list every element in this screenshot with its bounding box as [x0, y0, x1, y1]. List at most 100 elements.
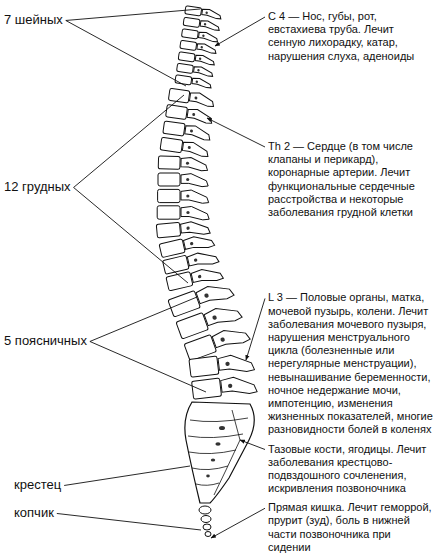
- leader-line: [74, 95, 184, 187]
- vertebral-body: [176, 313, 208, 340]
- vertebral-foramen: [202, 34, 205, 37]
- vertebral-body: [156, 222, 180, 238]
- sacrum: [185, 402, 254, 503]
- vertebra: [158, 156, 208, 171]
- spinous-process: [181, 174, 208, 187]
- vertebral-body: [168, 88, 189, 103]
- vertebral-foramen: [228, 383, 233, 388]
- vertebral-body: [158, 156, 180, 169]
- region-label: 12 грудных: [4, 180, 71, 195]
- spinous-process: [195, 279, 234, 308]
- spinous-process: [212, 323, 251, 352]
- vertebral-foramen: [190, 242, 194, 246]
- spinous-process: [189, 92, 215, 107]
- leader-line: [90, 297, 197, 341]
- spinous-process: [204, 301, 243, 330]
- vertebral-body: [177, 63, 194, 73]
- vertebral-foramen: [194, 258, 198, 262]
- vertebral-foramen: [186, 162, 189, 165]
- spinous-process: [195, 55, 215, 66]
- spinous-process: [198, 32, 218, 43]
- callout-note: L 3 — Половые органы, матка, мочевой пуз…: [268, 291, 434, 436]
- spinous-process: [192, 78, 212, 89]
- spinous-process: [181, 190, 209, 203]
- spinous-process: [180, 220, 210, 236]
- vertebral-foramen: [186, 211, 189, 214]
- vertebra: [189, 352, 255, 378]
- spinous-process: [181, 206, 209, 219]
- spinous-process: [191, 265, 224, 286]
- vertebral-foramen: [199, 57, 202, 60]
- spinous-process: [181, 157, 208, 171]
- leader-line: [66, 20, 186, 86]
- vertebra: [183, 17, 220, 30]
- vertebra: [160, 137, 210, 157]
- vertebral-foramen: [186, 194, 189, 197]
- spinous-process: [193, 66, 213, 77]
- region-label: 5 поясничных: [4, 334, 87, 349]
- vertebral-foramen: [225, 361, 230, 366]
- vertebral-foramen: [220, 337, 226, 343]
- vertebral-body: [181, 29, 198, 39]
- vertebra: [185, 6, 222, 19]
- vertebra: [181, 29, 218, 42]
- region-label: 7 шейных: [4, 13, 63, 28]
- leader-line: [57, 513, 201, 530]
- region-label: копчик: [14, 506, 54, 521]
- vertebral-foramen: [195, 80, 198, 83]
- leader-line: [215, 17, 265, 46]
- vertebral-column: [156, 6, 257, 400]
- spinous-process: [202, 9, 222, 20]
- vertebral-body: [166, 105, 188, 120]
- vertebral-foramen: [197, 69, 200, 72]
- callout-note: Прямая кишка. Лечит геморрой, прурит (зу…: [268, 501, 434, 554]
- vertebral-foramen: [186, 178, 189, 181]
- vertebra: [163, 121, 212, 141]
- vertebra: [157, 206, 209, 220]
- vertebral-foramen: [188, 146, 191, 149]
- vertebral-foramen: [198, 275, 202, 279]
- vertebral-body: [185, 6, 202, 16]
- vertebra: [176, 63, 213, 76]
- callout-note: Тазовые кости, ягодицы. Лечит заболевани…: [268, 443, 434, 496]
- vertebra: [175, 75, 212, 88]
- leader-line: [207, 118, 265, 147]
- spinous-process: [187, 249, 219, 269]
- spinous-process: [187, 108, 214, 124]
- spinous-process: [218, 353, 255, 375]
- callout-note: Th 2 — Сердце (в том числе клапаны и пер…: [268, 140, 434, 219]
- vertebral-foramen: [204, 23, 207, 26]
- vertebral-body: [183, 17, 200, 27]
- sacrum-ridges: [188, 410, 248, 495]
- vertebral-body: [175, 75, 192, 85]
- vertebral-body: [180, 40, 197, 50]
- leader-line: [246, 298, 265, 360]
- vertebra: [178, 52, 215, 65]
- vertebra: [184, 322, 250, 362]
- spinous-process: [184, 125, 211, 141]
- vertebral-body: [159, 239, 185, 258]
- vertebra: [180, 40, 217, 53]
- vertebral-foramen: [190, 129, 193, 132]
- region-label: крестец: [14, 478, 61, 493]
- vertebral-body: [158, 189, 180, 202]
- sacral-foramina: [206, 426, 225, 477]
- vertebral-foramen: [212, 315, 218, 321]
- callout-note: С 4 — Нос, губы, рот, евстахиева труба. …: [268, 10, 434, 63]
- vertebra: [165, 105, 213, 124]
- spinous-process: [183, 233, 215, 253]
- leader-line: [240, 440, 265, 450]
- vertebral-foramen: [186, 226, 190, 230]
- vertebral-body: [189, 356, 219, 377]
- coccyx: [199, 506, 211, 537]
- spinous-process: [220, 375, 257, 397]
- vertebra: [168, 88, 215, 107]
- spinous-process: [182, 141, 210, 157]
- vertebral-body: [158, 173, 180, 186]
- vertebral-body: [178, 52, 195, 62]
- spinous-process: [200, 20, 220, 31]
- vertebral-body: [163, 121, 185, 136]
- vertebral-foramen: [200, 46, 203, 49]
- vertebral-foramen: [194, 96, 197, 99]
- vertebral-body: [166, 272, 193, 291]
